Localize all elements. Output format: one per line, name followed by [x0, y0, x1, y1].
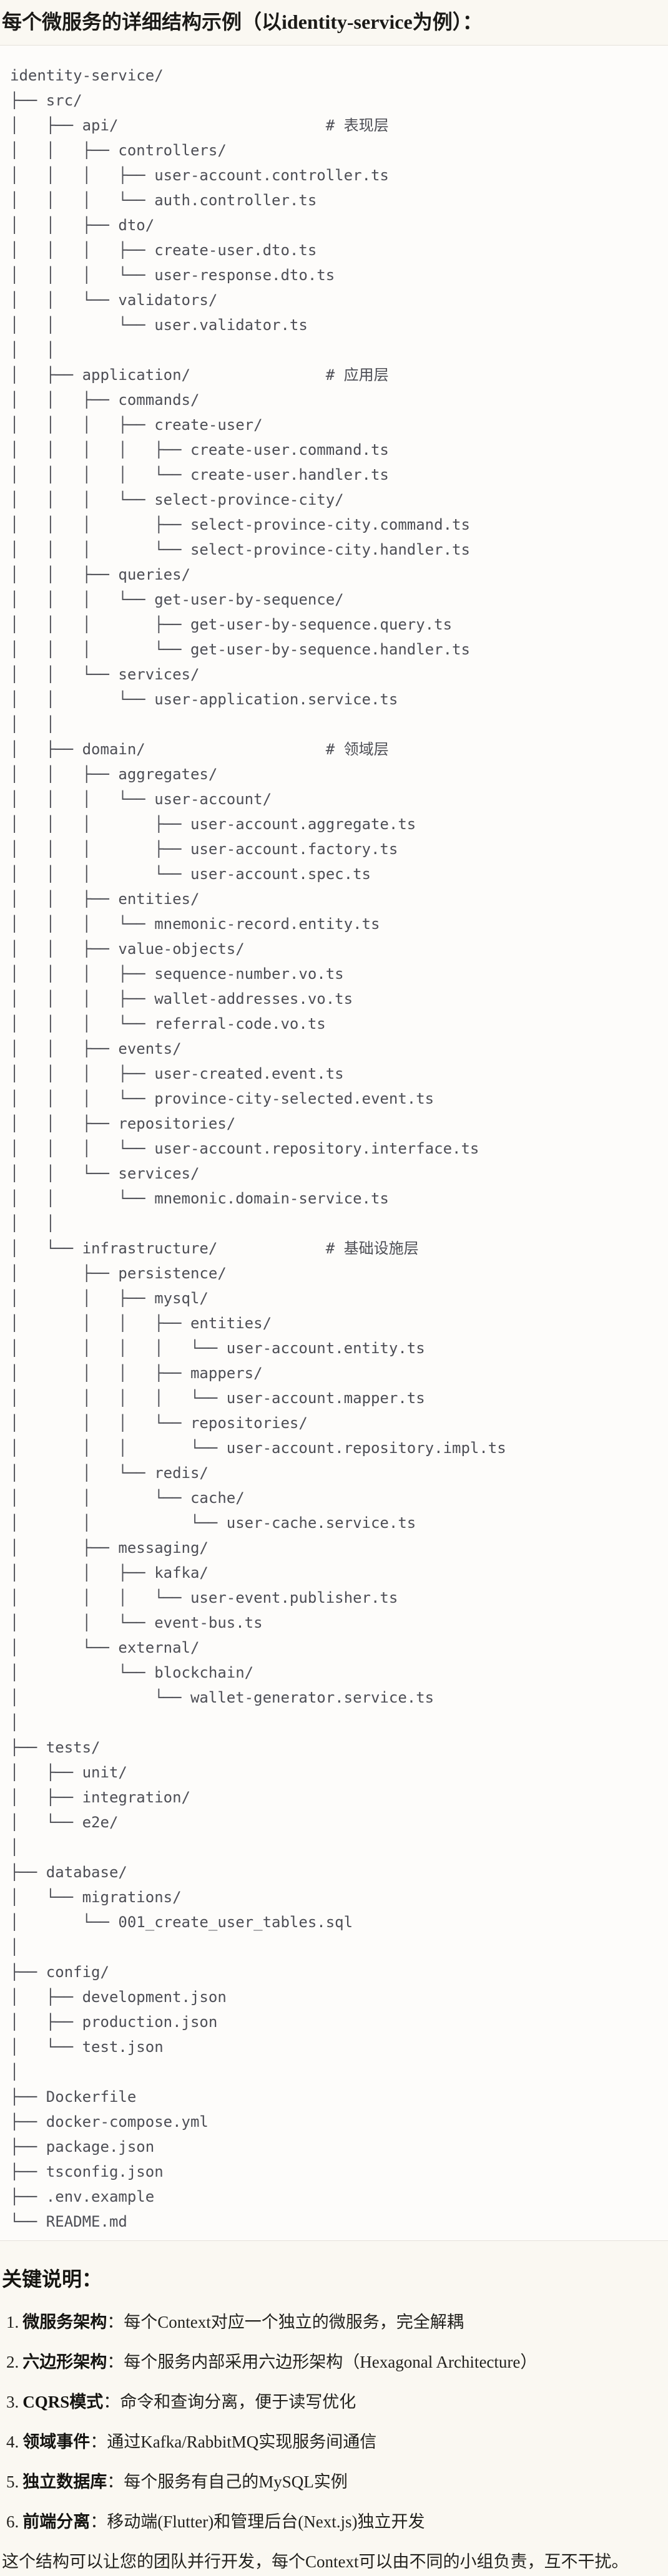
note-item-5: 5.独立数据库：每个服务有自己的MySQL实例	[6, 2469, 663, 2494]
note-number: 2.	[6, 2353, 19, 2371]
note-number: 5.	[6, 2472, 19, 2491]
page-title: 每个微服务的详细结构示例（以identity-service为例）：	[2, 11, 483, 33]
note-text: ：通过Kafka/RabbitMQ实现服务间通信	[90, 2433, 377, 2451]
note-item-3: 3.CQRS模式：命令和查询分离，便于读写优化	[6, 2389, 663, 2414]
note-label: 前端分离	[22, 2512, 91, 2531]
note-label: 微服务架构	[22, 2313, 107, 2331]
code-block: identity-service/ ├── src/ │ ├── api/ # …	[0, 45, 668, 2241]
note-item-6: 6.前端分离：移动端(Flutter)和管理后台(Next.js)独立开发	[6, 2509, 663, 2534]
notes-heading: 关键说明：	[2, 2268, 102, 2290]
note-number: 4.	[6, 2433, 19, 2451]
note-text: ：每个Context对应一个独立的微服务，完全解耦	[107, 2313, 464, 2331]
note-label: 六边形架构	[22, 2353, 107, 2371]
note-text: ：命令和查询分离，便于读写优化	[103, 2393, 356, 2411]
note-item-2: 2.六边形架构：每个服务内部采用六边形架构（Hexagonal Architec…	[6, 2350, 663, 2374]
note-label: CQRS模式	[22, 2393, 104, 2411]
note-number: 3.	[6, 2393, 19, 2411]
note-number: 6.	[6, 2512, 19, 2531]
note-label: 领域事件	[22, 2433, 91, 2451]
note-text: ：每个服务有自己的MySQL实例	[107, 2472, 348, 2491]
notes-list: 1.微服务架构：每个Context对应一个独立的微服务，完全解耦 2.六边形架构…	[6, 2310, 663, 2534]
note-label: 独立数据库	[22, 2472, 107, 2491]
note-text: ：每个服务内部采用六边形架构（Hexagonal Architecture）	[107, 2353, 538, 2371]
note-number: 1.	[6, 2313, 19, 2331]
note-text: ：移动端(Flutter)和管理后台(Next.js)独立开发	[90, 2512, 425, 2531]
file-tree: identity-service/ ├── src/ │ ├── api/ # …	[10, 67, 506, 2230]
note-item-1: 1.微服务架构：每个Context对应一个独立的微服务，完全解耦	[6, 2310, 663, 2335]
note-item-4: 4.领域事件：通过Kafka/RabbitMQ实现服务间通信	[6, 2429, 663, 2454]
closing-paragraph: 这个结构可以让您的团队并行开发，每个Context可以由不同的小组负责，互不干扰…	[2, 2552, 629, 2571]
